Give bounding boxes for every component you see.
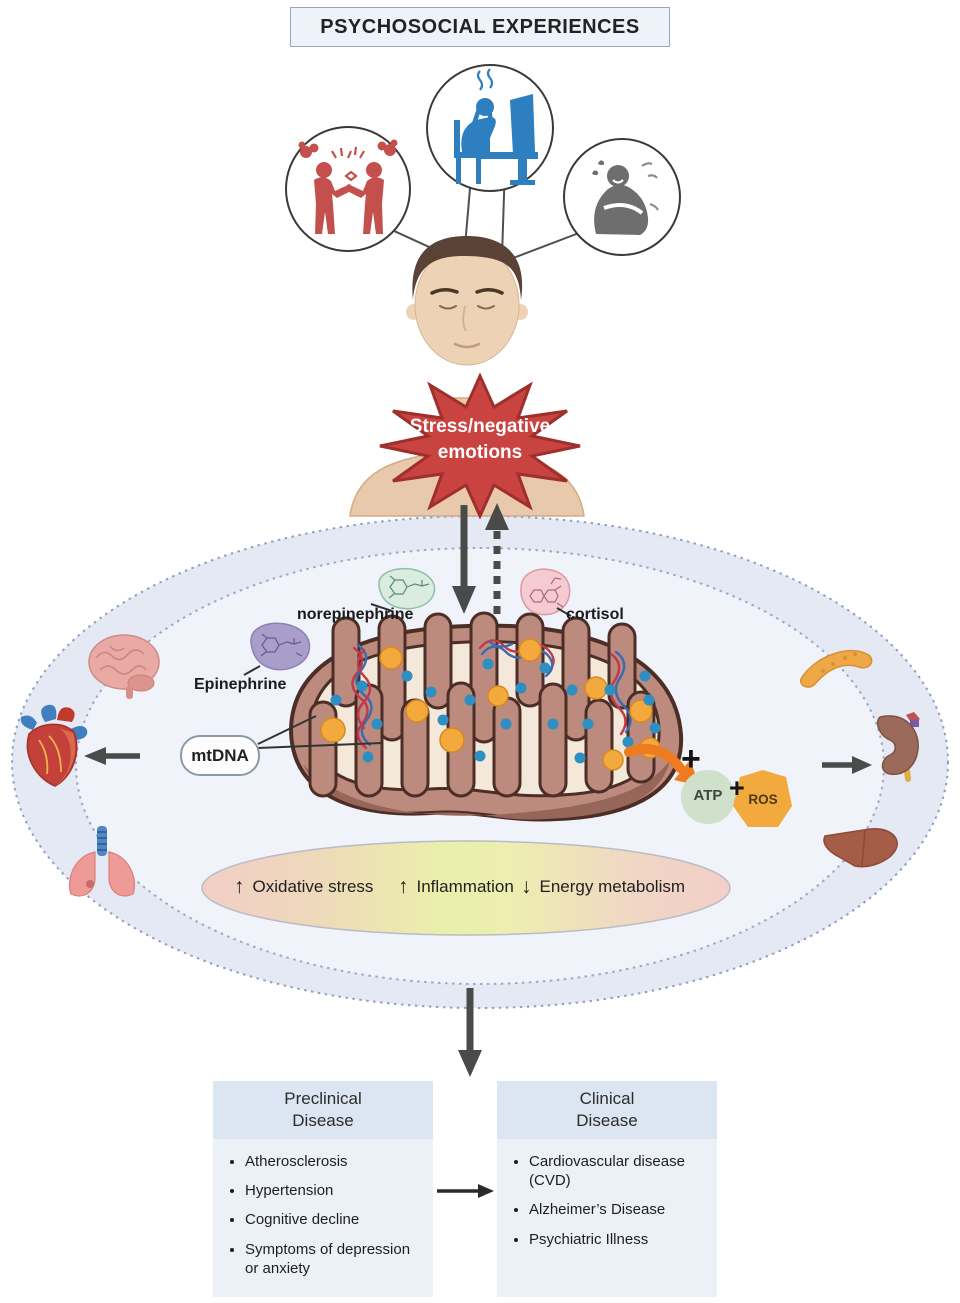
interpersonal-conflict-icon bbox=[298, 139, 398, 234]
cortisol-label: cortisol bbox=[566, 606, 624, 623]
up-arrow-icon: ↑ bbox=[398, 875, 409, 898]
atp-label: ATP bbox=[693, 787, 723, 804]
heart-icon bbox=[20, 704, 88, 787]
effect-energy-metabolism: ↓ Energy metabolism bbox=[521, 875, 686, 898]
starburst-label: Stress/negative emotions bbox=[409, 416, 551, 463]
arrow-preclinical-to-clinical bbox=[437, 1184, 494, 1198]
arrow-feedback-up-dashed bbox=[485, 503, 509, 614]
stressor-circle-workstress bbox=[426, 64, 554, 192]
work-stress-icon bbox=[454, 68, 538, 185]
clinical-disease-box: Clinical Disease Cardiovascular disease … bbox=[497, 1081, 717, 1297]
stressor-circle-conflict bbox=[285, 126, 411, 252]
effect-oxidative-stress: ↑ Oxidative stress bbox=[234, 875, 374, 898]
preclinical-box-body: Atherosclerosis Hypertension Cognitive d… bbox=[213, 1139, 433, 1297]
disease-item: Alzheimer’s Disease bbox=[529, 1200, 711, 1219]
cortisol-leader bbox=[556, 607, 572, 617]
plus-sign-atp: + bbox=[681, 740, 701, 778]
epinephrine-molecule-icon bbox=[250, 622, 311, 671]
mtdna-callout bbox=[180, 715, 384, 776]
arrow-to-disease bbox=[458, 988, 482, 1077]
disease-item: Psychiatric Illness bbox=[529, 1230, 711, 1249]
norepinephrine-molecule-icon bbox=[378, 567, 436, 610]
plus-sign-ros: + bbox=[729, 773, 745, 803]
clinical-box-body: Cardiovascular disease (CVD) Alzheimer’s… bbox=[497, 1139, 717, 1297]
preclinical-box-header: Preclinical Disease bbox=[213, 1081, 433, 1139]
atp-ros-output bbox=[624, 743, 792, 827]
epinephrine-label: Epinephrine bbox=[194, 676, 287, 693]
arrow-to-left-organs bbox=[84, 747, 140, 765]
disease-item: Cardiovascular disease (CVD) bbox=[529, 1152, 711, 1190]
ros-blob bbox=[733, 770, 792, 827]
clinical-box-header: Clinical Disease bbox=[497, 1081, 717, 1139]
brain-icon bbox=[88, 634, 160, 699]
disease-item: Symptoms of depression or anxiety bbox=[245, 1240, 427, 1278]
kidney-icon bbox=[876, 712, 920, 782]
effects-banner bbox=[201, 840, 731, 936]
ros-label: ROS bbox=[748, 792, 778, 807]
mitochondrion-illustration bbox=[288, 611, 684, 822]
liver-icon bbox=[823, 828, 898, 868]
mtdna-label: mtDNA bbox=[191, 745, 249, 765]
pancreas-icon bbox=[799, 649, 873, 688]
lungs-icon bbox=[69, 826, 135, 897]
disease-item: Atherosclerosis bbox=[245, 1152, 427, 1171]
cortisol-molecule-icon bbox=[520, 568, 571, 616]
title-text: PSYCHOSOCIAL EXPERIENCES bbox=[320, 15, 640, 38]
stress-starburst bbox=[379, 372, 581, 520]
atp-circle bbox=[681, 770, 735, 824]
preclinical-disease-box: Preclinical Disease Atherosclerosis Hype… bbox=[213, 1081, 433, 1297]
norepinephrine-label: norepinephrine bbox=[297, 606, 414, 623]
epinephrine-leader bbox=[243, 665, 261, 676]
mtdna-strands bbox=[351, 639, 632, 750]
disease-item: Hypertension bbox=[245, 1181, 427, 1200]
effect-inflammation: ↑ Inflammation bbox=[398, 875, 514, 898]
anger-cloud-icon bbox=[298, 139, 398, 158]
up-arrow-icon: ↑ bbox=[234, 875, 245, 898]
disease-item: Cognitive decline bbox=[245, 1210, 427, 1229]
norepinephrine-leader bbox=[370, 603, 393, 612]
sadness-grief-icon bbox=[592, 160, 659, 235]
psychosocial-experiences-title: PSYCHOSOCIAL EXPERIENCES bbox=[290, 7, 670, 47]
down-arrow-icon: ↓ bbox=[521, 875, 532, 898]
arrow-stress-down bbox=[452, 505, 476, 614]
arrow-to-right-organs bbox=[822, 756, 872, 774]
stressor-circle-sadness bbox=[563, 138, 681, 256]
